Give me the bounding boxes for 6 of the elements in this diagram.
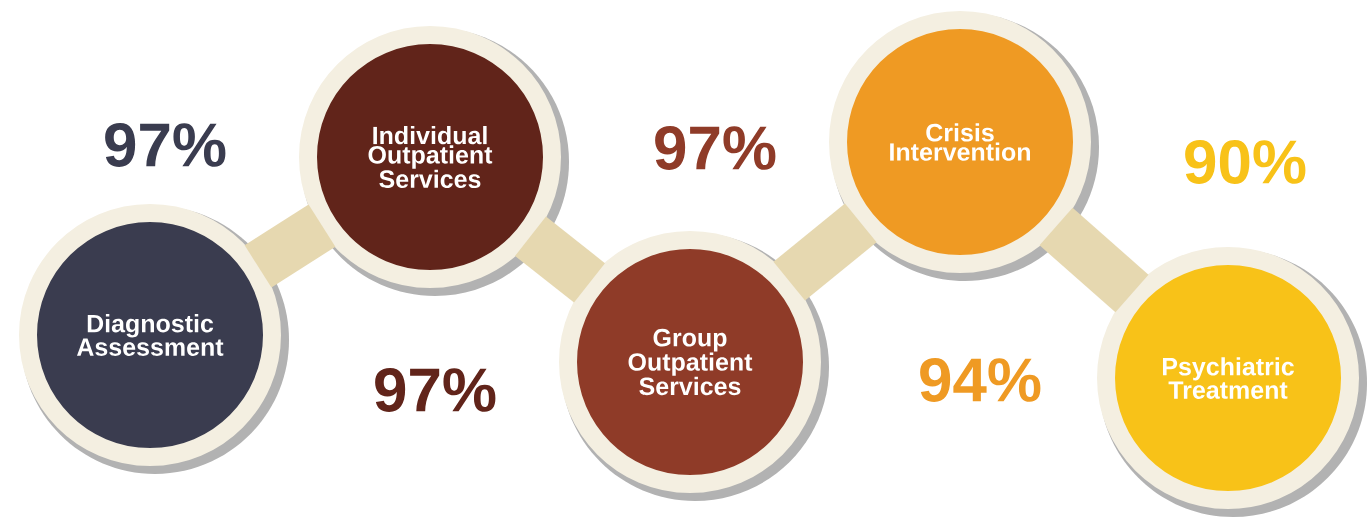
connector-band [773,203,877,301]
percentage-label: 90% [1185,140,1306,184]
percentage-label: 94% [920,358,1041,402]
percentage-label: 97% [655,126,776,170]
percentage-label: 97% [105,123,226,167]
percentage-label: 97% [375,368,496,412]
